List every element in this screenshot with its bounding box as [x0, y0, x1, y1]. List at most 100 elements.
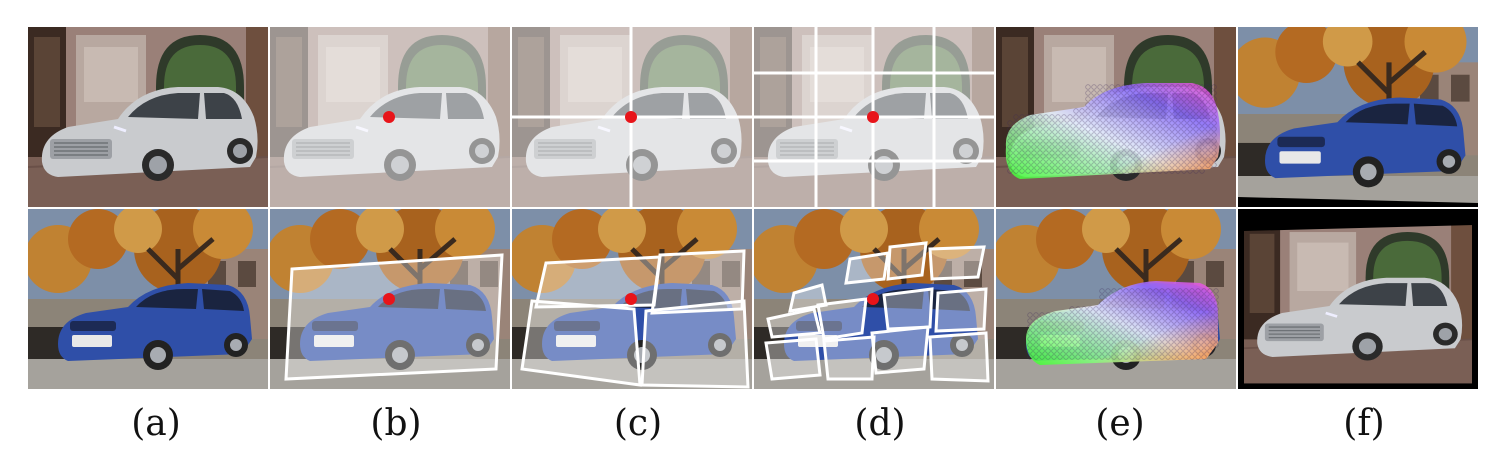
correspondence-dot	[1189, 300, 1195, 306]
correspondence-dot	[1117, 354, 1123, 360]
correspondence-dot	[1079, 108, 1085, 114]
correspondence-dot	[1049, 156, 1055, 162]
correspondence-dot	[1121, 138, 1127, 144]
correspondence-dot	[1079, 132, 1085, 138]
correspondence-dot	[1141, 312, 1147, 318]
correspondence-dot	[1061, 114, 1067, 120]
correspondence-dot	[1105, 330, 1111, 336]
correspondence-dot	[1147, 294, 1153, 300]
correspondence-dot	[1079, 162, 1085, 168]
correspondence-dot	[1063, 330, 1069, 336]
correspondence-dot	[1111, 348, 1117, 354]
correspondence-dot	[1121, 120, 1127, 126]
correspondence-dot	[1073, 120, 1079, 126]
correspondence-dot	[1085, 84, 1091, 90]
correspondence-dot	[1175, 150, 1181, 156]
correspondence-dot	[1177, 348, 1183, 354]
correspondence-dot	[1213, 318, 1219, 324]
correspondence-dot	[1027, 342, 1033, 348]
correspondence-dot	[1073, 150, 1079, 156]
correspondence-dot	[1201, 342, 1207, 348]
correspondence-dot	[1079, 144, 1085, 150]
correspondence-dot	[1117, 348, 1123, 354]
correspondence-dot	[1147, 354, 1153, 360]
correspondence-dot	[1043, 120, 1049, 126]
correspondence-dot	[1079, 156, 1085, 162]
correspondence-dot	[1007, 132, 1013, 138]
correspondence-dot	[1201, 324, 1207, 330]
correspondence-dot	[1147, 336, 1153, 342]
correspondence-dot	[1115, 150, 1121, 156]
correspondence-dot	[1181, 108, 1187, 114]
correspondence-dot	[1207, 300, 1213, 306]
correspondence-dot	[1025, 138, 1031, 144]
correspondence-dot	[1121, 108, 1127, 114]
correspondence-dot	[1031, 156, 1037, 162]
correspondence-dot	[1211, 114, 1217, 120]
correspondence-dot	[1169, 138, 1175, 144]
correspondence-dot	[1063, 342, 1069, 348]
correspondence-dot	[1181, 114, 1187, 120]
correspondence-dot	[1145, 96, 1151, 102]
correspondence-dot	[1157, 132, 1163, 138]
correspondence-dot	[1169, 126, 1175, 132]
correspondence-dot	[1067, 144, 1073, 150]
correspondence-dot	[1123, 318, 1129, 324]
correspondence-dot	[1055, 144, 1061, 150]
correspondence-dot	[1169, 114, 1175, 120]
correspondence-dot	[1151, 84, 1157, 90]
correspondence-dot	[1195, 324, 1201, 330]
correspondence-dot	[1175, 168, 1181, 174]
correspondence-dot	[1045, 336, 1051, 342]
correspondence-dot	[1151, 150, 1157, 156]
correspondence-dot	[1211, 108, 1217, 114]
correspondence-dot	[1163, 138, 1169, 144]
correspondence-dot	[1031, 120, 1037, 126]
correspondence-dot	[1087, 318, 1093, 324]
correspondence-dot	[1081, 342, 1087, 348]
correspondence-dot	[1109, 108, 1115, 114]
correspondence-dot	[1195, 318, 1201, 324]
correspondence-dot	[1145, 150, 1151, 156]
correspondence-dot	[1183, 348, 1189, 354]
correspondence-dot	[1199, 156, 1205, 162]
correspondence-dot	[1193, 126, 1199, 132]
correspondence-dot	[1087, 306, 1093, 312]
correspondence-dot	[1129, 288, 1135, 294]
correspondence-dot	[1211, 96, 1217, 102]
correspondence-dot	[1081, 312, 1087, 318]
correspondence-dot	[1175, 162, 1181, 168]
correspondence-dot	[1033, 330, 1039, 336]
correspondence-dot	[1111, 306, 1117, 312]
correspondence-dot	[1195, 354, 1201, 360]
correspondence-dot	[1121, 114, 1127, 120]
correspondence-dot	[1123, 306, 1129, 312]
correspondence-dot	[1157, 156, 1163, 162]
correspondence-dot	[1031, 144, 1037, 150]
correspondence-dot	[1211, 156, 1217, 162]
correspondence-dot	[1093, 342, 1099, 348]
correspondence-dot	[1145, 126, 1151, 132]
correspondence-dot	[1141, 354, 1147, 360]
correspondence-dot	[1165, 354, 1171, 360]
correspondence-dot	[1165, 342, 1171, 348]
correspondence-dot	[1177, 312, 1183, 318]
correspondence-dot	[1067, 168, 1073, 174]
correspondence-dot	[1109, 168, 1115, 174]
correspondence-dot	[1183, 300, 1189, 306]
correspondence-dot	[1111, 342, 1117, 348]
correspondence-dot	[1039, 318, 1045, 324]
correspondence-dot	[1043, 132, 1049, 138]
correspondence-dot	[1201, 306, 1207, 312]
correspondence-dot	[1165, 330, 1171, 336]
correspondence-dot	[1109, 144, 1115, 150]
correspondence-dot	[1061, 162, 1067, 168]
correspondence-dot	[1189, 348, 1195, 354]
correspondence-dot	[1091, 144, 1097, 150]
correspondence-dot	[1135, 348, 1141, 354]
correspondence-dot	[1183, 354, 1189, 360]
correspondence-dot	[1169, 84, 1175, 90]
correspondence-dot	[1075, 312, 1081, 318]
correspondence-dot	[1121, 162, 1127, 168]
correspondence-dot	[1069, 348, 1075, 354]
